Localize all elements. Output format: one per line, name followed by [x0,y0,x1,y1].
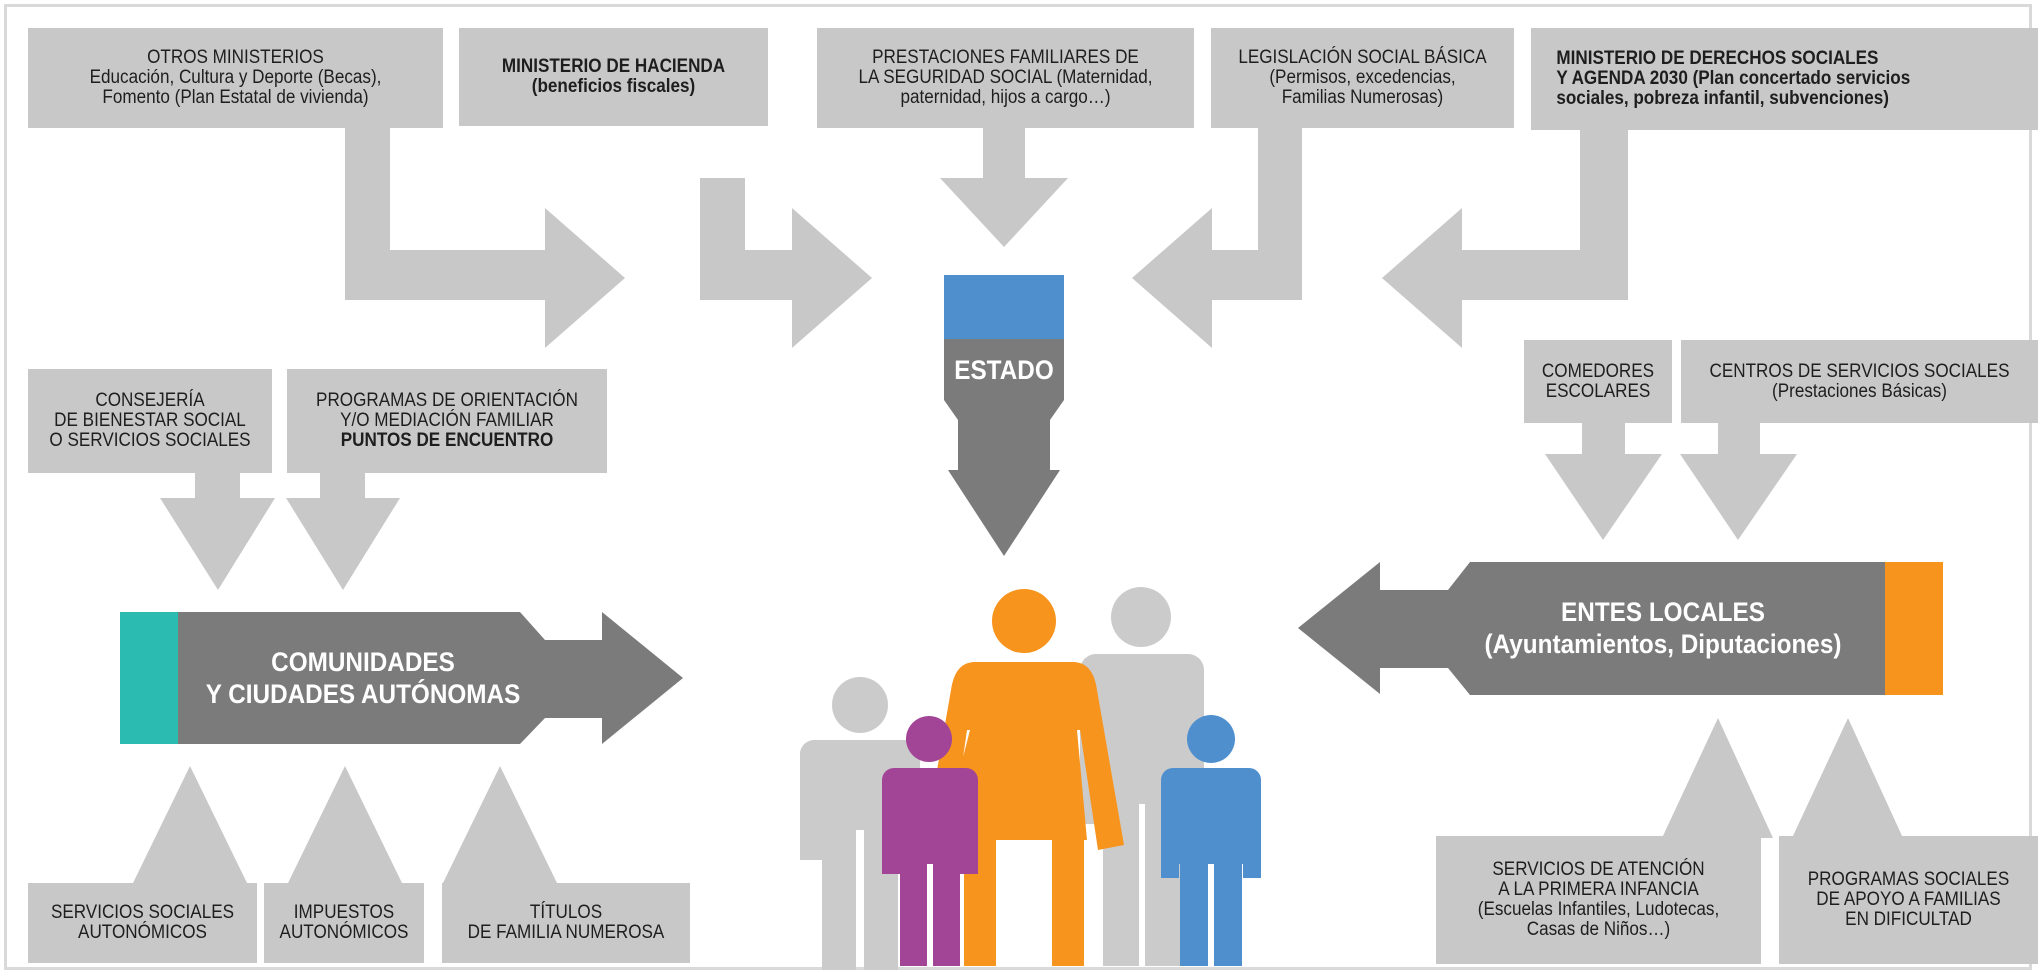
ccaa-node [178,612,683,744]
diagram-frame [4,4,2032,970]
box-legislacion: LEGISLACIÓN SOCIAL BÁSICA (Permisos, exc… [1226,28,1499,128]
arrow-impuestos [288,766,402,923]
box-comedores-line: COMEDORES [1541,360,1655,382]
ccaa-label: COMUNIDADES Y CIUDADES AUTÓNOMAS [197,628,530,728]
arrow-programas-orientacion [286,473,400,590]
box-derechos-sociales-line: sociales, pobreza infantil, subvenciones… [1556,88,1889,109]
entes-locales-label-line: (Ayuntamientos, Diputaciones) [1484,629,1842,659]
box-centros-line: CENTROS DE SERVICIOS SOCIALES [1709,360,2010,382]
arrow-primera-infancia [1662,718,1773,838]
box-primera-infancia-line: SERVICIOS DE ATENCIÓN [1492,859,1705,880]
arrow-centros [1680,423,1797,540]
box-comedores-line: ESCOLARES [1545,380,1651,402]
box-hacienda-line: (beneficios fiscales) [531,76,696,97]
family-icon [800,587,1261,970]
box-prestaciones-line: PRESTACIONES FAMILIARES DE [872,47,1139,68]
estado-label-text: ESTADO [954,354,1054,385]
arrow-hacienda [700,178,872,348]
box-prestaciones-line: paternidad, hijos a cargo…) [900,87,1111,108]
arrow-consejeria [160,473,275,590]
arrow-legislacion [1132,128,1302,348]
box-programas-orientacion-line: PROGRAMAS DE ORIENTACIÓN [316,390,578,411]
arrow-derechos-sociales [1382,130,1628,348]
box-derechos-sociales-line: MINISTERIO DE DERECHOS SOCIALES [1556,48,1879,69]
box-primera-infancia-line: A LA PRIMERA INFANCIA [1498,879,1699,900]
ccaa-teal-bar [120,612,178,744]
box-titulos-line: DE FAMILIA NUMEROSA [467,922,665,943]
orange-woman-figure [924,589,1124,966]
box-otros-ministerios-line: Fomento (Plan Estatal de vivienda) [102,87,369,108]
arrow-prestaciones [940,128,1068,247]
box-titulos-line: TÍTULOS [529,902,603,923]
box-primera-infancia: SERVICIOS DE ATENCIÓN A LA PRIMERA INFAN… [1452,836,1745,964]
box-otros-ministerios: OTROS MINISTERIOS Educación, Cultura y D… [48,28,423,128]
box-legislacion-line: Familias Numerosas) [1281,87,1444,108]
arrow-titulos [443,766,557,923]
box-consejeria-line: DE BIENESTAR SOCIAL [54,410,246,431]
box-consejeria-line: CONSEJERÍA [95,390,205,411]
box-programas-orientacion: PROGRAMAS DE ORIENTACIÓN Y/O MEDIACIÓN F… [303,369,591,473]
box-programas-sociales-line: DE APOYO A FAMILIAS [1816,889,2001,910]
box-otros-ministerios-line: OTROS MINISTERIOS [147,47,324,68]
box-legislacion-line: LEGISLACIÓN SOCIAL BÁSICA [1238,47,1487,68]
diagram-shapes [28,28,2038,970]
arrow-programas-sociales [1792,718,1903,838]
box-primera-infancia-line: (Escuelas Infantiles, Ludotecas, [1477,899,1720,920]
estado-label: ESTADO [950,350,1058,390]
entes-locales-label-line: ENTES LOCALES [1561,597,1765,627]
box-derechos-sociales: MINISTERIO DE DERECHOS SOCIALES Y AGENDA… [1556,28,2013,130]
box-legislacion-line: (Permisos, excedencias, [1269,67,1456,88]
box-prestaciones-line: LA SEGURIDAD SOCIAL (Maternidad, [858,67,1153,88]
box-programas-sociales-line: PROGRAMAS SOCIALES [1807,869,2010,890]
purple-child-figure [882,716,978,966]
arrow-otros-ministerios [345,128,625,348]
box-otros-ministerios-line: Educación, Cultura y Deporte (Becas), [89,67,382,88]
box-titulos: TÍTULOS DE FAMILIA NUMEROSA [454,883,678,963]
ccaa-label-line: Y CIUDADES AUTÓNOMAS [205,679,521,709]
box-impuestos: IMPUESTOS AUTONÓMICOS [272,883,416,963]
box-primera-infancia-line: Casas de Niños…) [1526,919,1671,940]
blue-child-figure [1161,715,1261,966]
box-servicios-autonomicos-line: SERVICIOS SOCIALES [50,902,235,923]
box-hacienda-line: MINISTERIO DE HACIENDA [501,56,726,77]
ccaa-label-line: COMUNIDADES [271,647,455,677]
box-impuestos-line: IMPUESTOS [293,902,395,923]
box-programas-orientacion-line: PUNTOS DE ENCUENTRO [340,430,554,451]
estado-node [944,339,1064,556]
entes-orange-bar [1885,562,1943,695]
entes-locales-node [1298,562,1885,695]
entes-locales-label: ENTES LOCALES (Ayuntamientos, Diputacion… [1470,588,1857,668]
box-centros: CENTROS DE SERVICIOS SOCIALES (Prestacio… [1698,340,2021,423]
arrow-servicios-autonomicos [133,766,247,923]
arrow-comedores [1545,423,1662,540]
box-programas-orientacion-line: Y/O MEDIACIÓN FAMILIAR [340,410,554,431]
box-derechos-sociales-line: Y AGENDA 2030 (Plan concertado servicios [1556,68,1911,89]
box-prestaciones: PRESTACIONES FAMILIARES DE LA SEGURIDAD … [835,28,1176,128]
box-consejeria: CONSEJERÍA DE BIENESTAR SOCIAL O SERVICI… [40,369,260,473]
box-hacienda: MINISTERIO DE HACIENDA (beneficios fisca… [474,28,753,126]
box-programas-sociales: PROGRAMAS SOCIALES DE APOYO A FAMILIAS E… [1791,836,2026,964]
box-impuestos-line: AUTONÓMICOS [279,922,409,943]
estado-blue-bar [944,275,1064,339]
box-servicios-autonomicos-line: AUTONÓMICOS [78,922,207,943]
box-comedores: COMEDORES ESCOLARES [1531,340,1665,423]
box-programas-sociales-line: EN DIFICULTAD [1845,909,1972,930]
box-centros-line: (Prestaciones Básicas) [1772,380,1947,402]
box-consejeria-line: O SERVICIOS SOCIALES [49,430,251,451]
box-servicios-autonomicos: SERVICIOS SOCIALES AUTONÓMICOS [39,883,246,963]
